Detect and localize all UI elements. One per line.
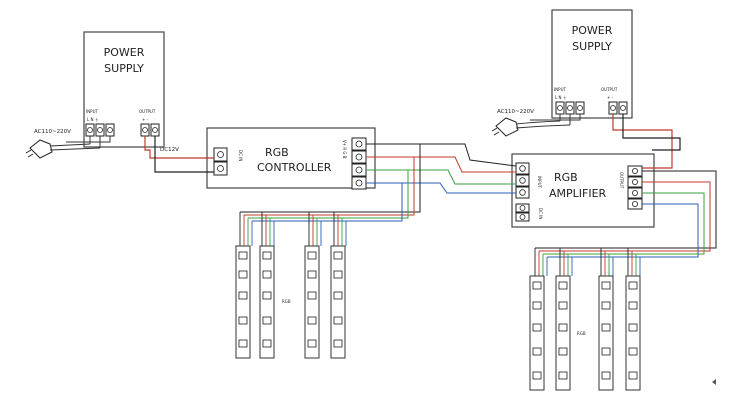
ac-label-left: AC110~220V xyxy=(34,129,71,135)
power-supply-left-title-2: SUPPLY xyxy=(104,62,144,75)
power-supply-left-input-terminals: L N ⏚ xyxy=(87,116,99,122)
rgb-controller-out-label: V+ R G B xyxy=(342,140,347,159)
power-supply-right-title-1: POWER xyxy=(572,24,613,37)
power-supply-right-input-label: INPUT xyxy=(554,87,567,92)
power-supply-right-title-2: SUPPLY xyxy=(572,40,612,53)
rgb-amplifier-title-2: AMPLIFIER xyxy=(549,187,607,200)
strip-group-left-label: RGB xyxy=(282,299,291,304)
plug-icon xyxy=(25,139,101,159)
power-supply-right-input-terminals: L N ⏚ xyxy=(555,94,567,100)
arrow-icon xyxy=(712,379,716,385)
strip-group-left: RGB xyxy=(235,212,347,359)
power-supply-right-output-terminals: + - xyxy=(607,95,614,100)
screw-terminal-icon xyxy=(351,137,367,190)
strip-group-right: RGB xyxy=(529,248,641,391)
power-supply-right-box xyxy=(551,9,633,119)
screw-terminal-icon xyxy=(213,147,228,176)
rgb-amplifier-title-1: RGB xyxy=(554,171,578,184)
screw-terminal-icon xyxy=(555,101,585,115)
dc-label-left: DC12V xyxy=(160,147,179,153)
rgb-amplifier-input-label: INPUT xyxy=(537,176,542,189)
screw-terminal-icon xyxy=(515,203,530,222)
ac-label-right: AC110~220V xyxy=(497,109,534,115)
power-supply-left: POWER SUPPLY INPUT OUTPUT L N ⏚ + - xyxy=(83,31,165,148)
plug-icon xyxy=(491,117,571,137)
power-supply-right-output-label: OUTPUT xyxy=(601,87,618,92)
power-supply-left-output-label: OUTPUT xyxy=(139,109,156,114)
screw-terminal-icon xyxy=(627,165,643,210)
power-supply-left-input-label: INPUT xyxy=(86,109,99,114)
led-chip-icon xyxy=(532,281,638,380)
rgb-controller-title-1: RGB xyxy=(265,146,289,159)
power-supply-left-title-1: POWER xyxy=(104,46,145,59)
rgb-amplifier-output-label: OUTPUT xyxy=(619,172,624,189)
led-chip-icon xyxy=(238,251,343,348)
rgb-controller: RGB CONTROLLER DC IN V+ R G B xyxy=(206,127,376,190)
rgb-amplifier-dc-label: DC IN xyxy=(538,208,543,219)
rgb-controller-box xyxy=(206,127,376,189)
screw-terminal-icon xyxy=(515,162,530,199)
power-supply-right: POWER SUPPLY INPUT OUTPUT L N ⏚ + - xyxy=(551,9,633,119)
power-supply-left-output-terminals: + - xyxy=(142,117,149,122)
rgb-controller-dc-label: DC IN xyxy=(238,150,243,161)
rgb-controller-title-2: CONTROLLER xyxy=(257,161,332,174)
rgb-amplifier: RGB AMPLIFIER INPUT OUTPUT DC IN xyxy=(511,153,655,228)
strip-group-right-label: RGB xyxy=(577,331,586,336)
screw-terminal-icon xyxy=(85,123,115,137)
